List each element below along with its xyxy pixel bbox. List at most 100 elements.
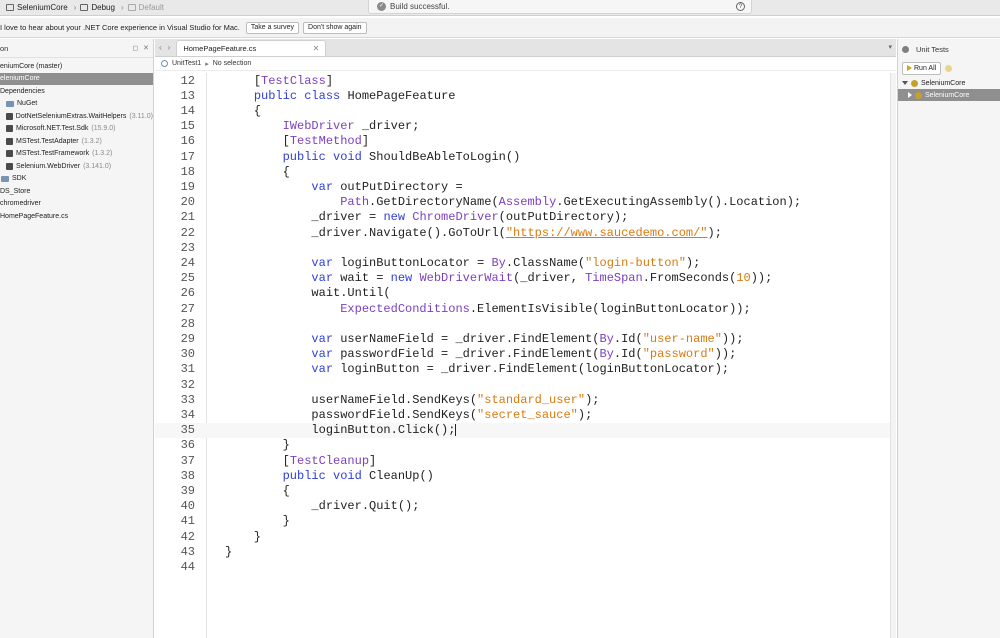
code-line[interactable]: 43}: [155, 545, 896, 560]
tree-item-package[interactable]: Selenium.WebDriver (3.141.0): [0, 160, 153, 173]
code-line[interactable]: 42 }: [155, 530, 896, 545]
expand-triangle-icon[interactable]: [902, 81, 908, 85]
nav-arrows: ‹ ›: [155, 43, 176, 56]
tab-overflow-icon[interactable]: ▾: [888, 44, 892, 51]
code-line[interactable]: 15 IWebDriver _driver;: [155, 119, 896, 134]
code-line[interactable]: 13 public class HomePageFeature: [155, 89, 896, 104]
code-line[interactable]: 34 passwordField.SendKeys("secret_sauce"…: [155, 408, 896, 423]
code-line[interactable]: 16 [TestMethod]: [155, 134, 896, 149]
project-selector[interactable]: SeleniumCore: [6, 3, 68, 12]
unit-tests-title: Unit Tests: [916, 44, 949, 54]
stop-icon[interactable]: [945, 64, 953, 72]
code-line[interactable]: 23: [155, 241, 896, 256]
run-all-button[interactable]: Run All: [902, 61, 942, 75]
code-line[interactable]: 26 wait.Until(: [155, 286, 896, 301]
tree-item-sdk[interactable]: SDK: [0, 173, 153, 186]
forward-arrow-icon[interactable]: ›: [167, 43, 171, 52]
code-text: public void CleanUp(): [225, 469, 434, 484]
vertical-scrollbar[interactable]: [890, 73, 896, 638]
code-line[interactable]: 30 var passwordField = _driver.FindEleme…: [155, 347, 896, 362]
code-line[interactable]: 24 var loginButtonLocator = By.ClassName…: [155, 256, 896, 271]
code-line[interactable]: 38 public void CleanUp(): [155, 469, 896, 484]
code-line[interactable]: 37 [TestCleanup]: [155, 454, 896, 469]
code-token: loginButton = _driver.FindElement(loginB…: [333, 362, 730, 377]
code-line[interactable]: 27 ExpectedConditions.ElementIsVisible(l…: [155, 302, 896, 317]
collapse-triangle-icon[interactable]: [908, 92, 912, 98]
code-token: By: [599, 331, 614, 346]
path-member[interactable]: No selection: [212, 60, 252, 67]
code-line[interactable]: 32: [155, 378, 896, 393]
tree-item-dependencies[interactable]: Dependencies: [0, 85, 153, 98]
code-token: var: [311, 331, 334, 346]
code-token: "https://www.saucedemo.com/": [505, 225, 708, 240]
editor-tabbar: ‹ › HomePageFeature.cs ✕ ▾: [155, 39, 896, 57]
tree-item-nuget[interactable]: NuGet: [0, 98, 153, 111]
code-token: ExpectedConditions: [340, 301, 470, 316]
close-icon[interactable]: ✕: [143, 45, 149, 52]
tree-item-package[interactable]: Microsoft.NET.Test.Sdk (15.9.0): [0, 123, 153, 136]
code-line[interactable]: 35 loginButton.Click();: [155, 423, 896, 439]
code-editor: ‹ › HomePageFeature.cs ✕ ▾ UnitTest1 ▸ N…: [155, 39, 896, 638]
code-token: .GetExecutingAssembly().Location);: [556, 195, 802, 210]
code-line[interactable]: 18 {: [155, 165, 896, 180]
code-line[interactable]: 22 _driver.Navigate().GoToUrl("https://w…: [155, 226, 896, 241]
code-token: Assembly: [498, 195, 557, 210]
code-token: }: [225, 544, 233, 559]
minimize-icon[interactable]: ◻: [132, 45, 139, 52]
take-survey-button[interactable]: Take a survey: [245, 21, 300, 34]
code-token: );: [685, 255, 701, 270]
code-token: "secret_sauce": [477, 407, 578, 422]
code-line[interactable]: 36 }: [155, 438, 896, 453]
code-line[interactable]: 28: [155, 317, 896, 332]
code-token: );: [577, 407, 593, 422]
close-tab-icon[interactable]: ✕: [312, 44, 320, 53]
line-number: 36: [180, 438, 195, 453]
build-status-text: Build successful.: [390, 2, 450, 11]
tree-item-project[interactable]: eleniumCore: [0, 72, 153, 85]
code-line[interactable]: 41 }: [155, 514, 896, 529]
code-line[interactable]: 31 var loginButton = _driver.FindElement…: [155, 362, 896, 377]
code-line[interactable]: 40 _driver.Quit();: [155, 499, 896, 514]
code-line[interactable]: 14 {: [155, 104, 896, 119]
code-line[interactable]: 19 var outPutDirectory =: [155, 180, 896, 195]
line-number: 40: [180, 499, 195, 514]
code-line[interactable]: 29 var userNameField = _driver.FindEleme…: [155, 332, 896, 347]
tree-item-solution[interactable]: eniumCore (master): [0, 60, 153, 73]
tree-item-label: eleniumCore: [0, 75, 40, 83]
code-line[interactable]: 44: [155, 560, 896, 575]
code-token: ]: [325, 73, 334, 88]
code-line[interactable]: 33 userNameField.SendKeys("standard_user…: [155, 393, 896, 408]
tab-homepagefeature[interactable]: HomePageFeature.cs ✕: [176, 40, 327, 56]
test-tree-item[interactable]: SeleniumCore: [898, 89, 1000, 101]
test-tree-item[interactable]: SeleniumCore: [898, 77, 1000, 89]
tree-item-package[interactable]: MSTest.TestAdapter (1.3.2): [0, 135, 153, 148]
code-line[interactable]: 20 Path.GetDirectoryName(Assembly.GetExe…: [155, 195, 896, 210]
line-number: 37: [180, 453, 195, 468]
code-text: IWebDriver _driver;: [225, 119, 420, 134]
info-icon[interactable]: ?: [736, 2, 745, 11]
code-text: userNameField.SendKeys("standard_user");: [225, 393, 599, 408]
target-icon: [127, 4, 136, 11]
code-token: var: [311, 271, 334, 286]
code-line[interactable]: 39 {: [155, 484, 896, 499]
tree-item-file[interactable]: DS_Store: [0, 185, 153, 198]
code-area[interactable]: 12 [TestClass]13 public class HomePageFe…: [155, 73, 896, 638]
tree-item-package[interactable]: DotNetSeleniumExtras.WaitHelpers (3.11.0…: [0, 110, 153, 123]
tree-item-package[interactable]: MSTest.TestFramework (1.3.2): [0, 148, 153, 161]
code-token: [326, 469, 333, 483]
config-selector[interactable]: Debug: [80, 3, 115, 12]
code-line[interactable]: 17 public void ShouldBeAbleToLogin(): [155, 150, 896, 165]
line-number: 20: [180, 195, 195, 210]
dont-show-again-button[interactable]: Don't show again: [303, 21, 367, 34]
code-line[interactable]: 12 [TestClass]: [155, 74, 896, 89]
code-line[interactable]: 21 _driver = new ChromeDriver(outPutDire…: [155, 210, 896, 225]
path-class[interactable]: UnitTest1: [172, 60, 202, 67]
code-line[interactable]: 25 var wait = new WebDriverWait(_driver,…: [155, 271, 896, 286]
tree-item-file[interactable]: HomePageFeature.cs: [0, 210, 153, 223]
target-selector[interactable]: Default: [127, 3, 164, 12]
code-text: _driver.Quit();: [225, 499, 419, 514]
tree-item-file[interactable]: chromedriver: [0, 198, 153, 211]
code-token: }: [225, 438, 290, 453]
package-version: (3.11.0): [129, 112, 153, 120]
back-arrow-icon[interactable]: ‹: [159, 43, 162, 52]
